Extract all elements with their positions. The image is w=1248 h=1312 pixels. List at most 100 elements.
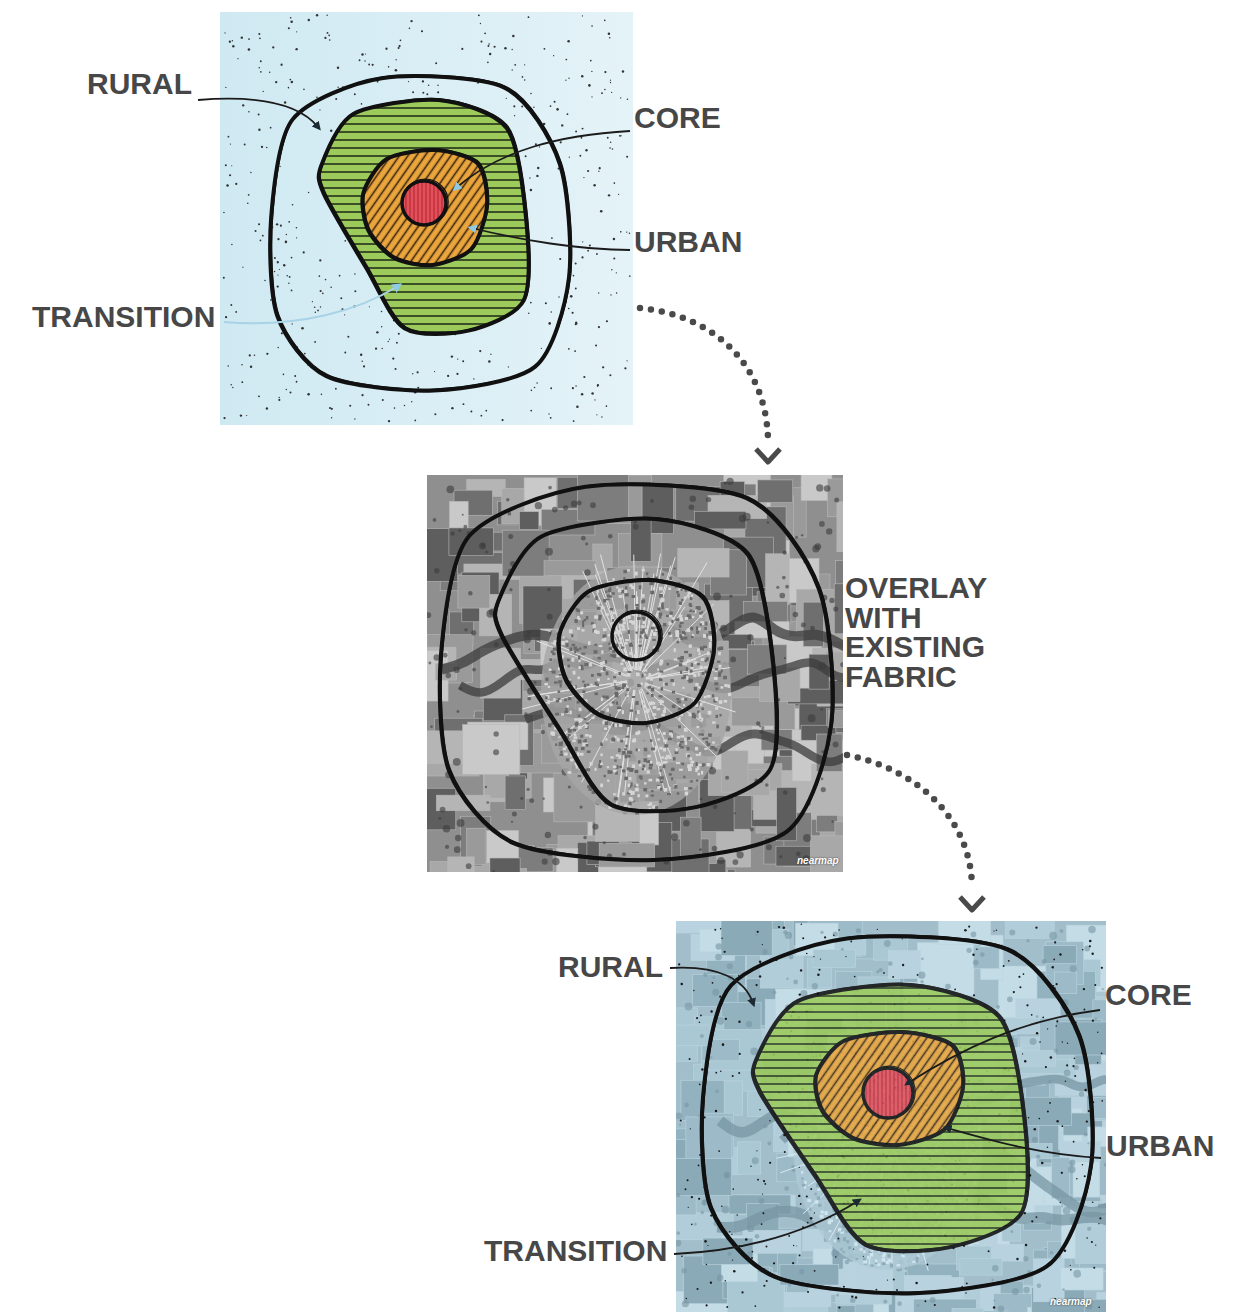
stipple-dots bbox=[598, 292, 599, 293]
stipple-dots bbox=[487, 62, 489, 64]
stipple-dots bbox=[609, 147, 611, 149]
aerial-photo bbox=[689, 610, 692, 612]
stipple-dots bbox=[572, 387, 574, 389]
stipple-dots bbox=[493, 46, 495, 48]
stipple-dots bbox=[314, 306, 316, 308]
stipple-dots bbox=[249, 354, 251, 356]
aerial-photo bbox=[602, 695, 605, 697]
aerial-photo bbox=[624, 755, 627, 759]
stipple-dots bbox=[582, 15, 583, 16]
stipple-dots bbox=[376, 331, 378, 333]
stipple-dots bbox=[575, 288, 577, 290]
aerial-photo bbox=[637, 684, 641, 687]
aerial-photo bbox=[699, 713, 701, 716]
aerial-photo bbox=[646, 572, 648, 575]
stipple-dots bbox=[619, 135, 621, 137]
stipple-dots bbox=[250, 172, 251, 173]
aerial-photo bbox=[627, 569, 630, 571]
aerial-photo bbox=[707, 763, 711, 766]
stipple-dots bbox=[530, 189, 533, 192]
stipple-dots bbox=[610, 82, 611, 83]
stipple-dots bbox=[258, 395, 260, 397]
aerial-photo bbox=[698, 653, 700, 656]
aerial-photo bbox=[622, 751, 626, 755]
aerial-photo bbox=[660, 788, 662, 791]
stipple-dots bbox=[335, 98, 337, 100]
stipple-dots bbox=[595, 345, 597, 347]
aerial-photo bbox=[619, 723, 623, 727]
aerial-photo bbox=[808, 714, 816, 722]
aerial-photo bbox=[599, 760, 601, 763]
aerial-photo bbox=[547, 700, 549, 704]
stipple-dots bbox=[484, 32, 486, 34]
aerial-photo bbox=[650, 591, 654, 594]
aerial-photo bbox=[708, 733, 712, 736]
stipple-dots bbox=[258, 114, 260, 116]
aerial-photo bbox=[687, 754, 690, 757]
aerial-photo bbox=[618, 709, 621, 711]
aerial-photo bbox=[661, 714, 665, 717]
stipple-dots bbox=[524, 64, 525, 65]
aerial-photo bbox=[622, 683, 625, 686]
stipple-dots bbox=[296, 227, 298, 229]
aerial-photo bbox=[587, 595, 590, 597]
aerial-photo bbox=[622, 769, 625, 772]
aerial-photo bbox=[620, 740, 623, 742]
aerial-photo bbox=[702, 764, 705, 767]
aerial-photo bbox=[563, 748, 566, 751]
stipple-dots bbox=[613, 238, 615, 240]
aerial-photo bbox=[577, 500, 582, 505]
aerial-photo bbox=[575, 723, 578, 727]
stipple-dots bbox=[279, 269, 280, 270]
stipple-dots bbox=[624, 367, 626, 369]
aerial-photo bbox=[494, 642, 499, 647]
aerial-photo bbox=[698, 673, 700, 677]
stipple-dots bbox=[593, 184, 595, 186]
aerial-photo bbox=[527, 697, 531, 701]
aerial-photo bbox=[702, 764, 706, 766]
aerial-photo bbox=[661, 687, 664, 690]
aerial-photo bbox=[647, 804, 651, 806]
aerial-photo bbox=[614, 759, 616, 761]
stipple-dots bbox=[261, 146, 263, 148]
aerial-photo bbox=[618, 690, 634, 798]
aerial-photo bbox=[719, 714, 721, 716]
aerial-photo bbox=[609, 703, 612, 706]
aerial-photo bbox=[486, 801, 489, 804]
stipple-dots bbox=[344, 352, 346, 354]
aerial-photo bbox=[834, 497, 839, 502]
stipple-dots bbox=[274, 271, 276, 273]
aerial-photo bbox=[603, 667, 606, 671]
aerial-photo bbox=[657, 669, 659, 671]
stipple-dots bbox=[262, 235, 264, 237]
stipple-dots bbox=[601, 92, 603, 94]
aerial-photo bbox=[571, 658, 574, 662]
stipple-dots bbox=[558, 296, 559, 297]
aerial-photo bbox=[657, 686, 661, 688]
stipple-dots bbox=[340, 297, 342, 299]
stipple-dots bbox=[559, 258, 561, 260]
aerial-photo bbox=[657, 708, 661, 710]
aerial-photo bbox=[831, 820, 833, 822]
aerial-photo bbox=[699, 848, 702, 851]
stipple-dots bbox=[225, 87, 226, 88]
stipple-dots bbox=[470, 410, 472, 412]
aerial-photo bbox=[613, 770, 617, 773]
aerial-photo bbox=[630, 643, 632, 645]
stipple-dots bbox=[417, 371, 419, 373]
aerial-photo bbox=[715, 668, 718, 670]
aerial-photo bbox=[715, 697, 718, 701]
aerial-photo bbox=[689, 504, 695, 510]
stipple-dots bbox=[254, 354, 256, 356]
stipple-dots bbox=[629, 275, 631, 277]
stipple-dots bbox=[263, 91, 264, 92]
aerial-photo bbox=[434, 568, 439, 573]
aerial-photo bbox=[604, 728, 607, 731]
aerial-photo bbox=[684, 787, 688, 790]
aerial-photo bbox=[619, 595, 623, 598]
aerial-photo bbox=[704, 737, 708, 739]
stipple-dots bbox=[554, 101, 556, 103]
aerial-photo bbox=[594, 650, 598, 653]
aerial-photo bbox=[458, 529, 461, 532]
aerial-photo bbox=[635, 701, 638, 705]
